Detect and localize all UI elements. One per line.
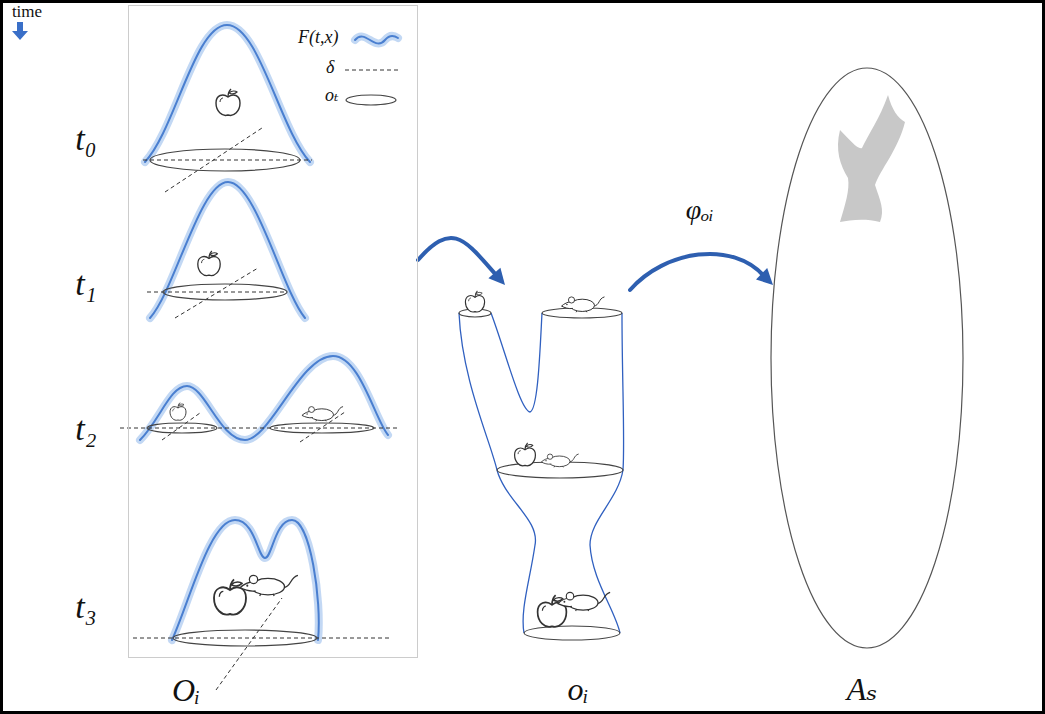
object-funnel: oᵢ: [455, 285, 630, 650]
node-label: oᵢ: [567, 672, 588, 707]
node-label: Oᵢ: [172, 673, 200, 708]
ellipse-outline: [770, 67, 964, 649]
timeline-panel: Oᵢ: [128, 5, 418, 658]
time-step: t₁: [75, 265, 96, 302]
arrow-head: [488, 268, 505, 285]
arrow-line: [418, 238, 497, 276]
legend-label: oₜ: [325, 86, 338, 106]
legend-label: δ: [326, 58, 334, 78]
curved-arrow: [630, 254, 773, 290]
time-step: t₂: [75, 410, 96, 447]
curved-arrow: [418, 238, 505, 285]
arrow-line: [630, 254, 764, 290]
time-label: time: [12, 3, 42, 22]
legend-label: F(t,x): [298, 28, 338, 48]
arrow-head: [756, 268, 773, 285]
node-label: Aₛ: [847, 672, 877, 707]
time-step: t₀: [75, 120, 96, 157]
attractor-ellipse: Aₛ: [770, 67, 964, 649]
edge-label: φₒᵢ: [684, 195, 716, 226]
time-step: t₃: [75, 588, 96, 625]
